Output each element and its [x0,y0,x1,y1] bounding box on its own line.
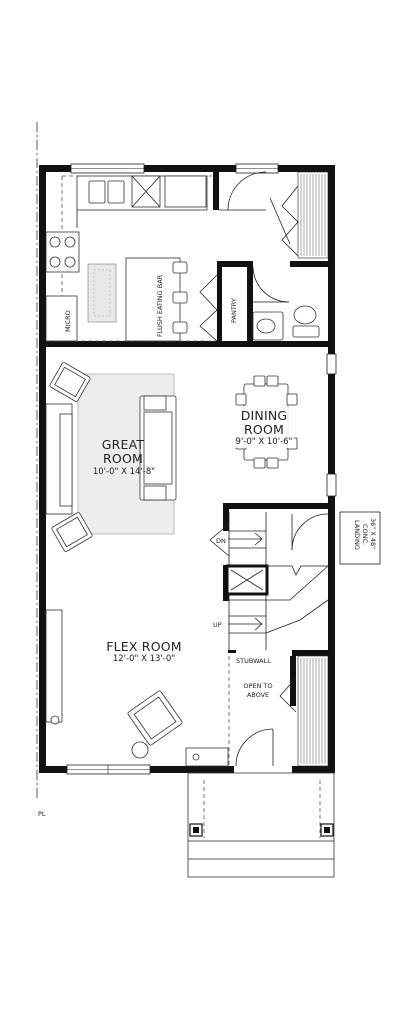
top-door-swing [219,171,291,303]
pantry-label: PANTRY [230,298,238,323]
stair-down-label: DN [216,537,226,545]
closet-bottom-right [279,655,329,767]
pantry: PANTRY [199,274,238,342]
top-windows [70,163,279,174]
right-windows [326,353,337,497]
open-to-above-1: OPEN TO [243,682,272,690]
svg-text:LANDING: LANDING [353,520,361,550]
eating-bar-label: FLUSH EATING BAR [156,274,164,337]
open-to-above-2: ABOVE [247,691,269,699]
flex-room-furniture [45,609,229,767]
micro-label: MICRO [64,310,72,332]
property-line-label: PL [38,810,46,818]
great-room-name-1: GREAT [102,437,145,452]
dining-room-dims: 9'-0" X 10'-6" [236,437,293,447]
great-room-name-2: ROOM [103,451,143,466]
concrete-landing: 36" X 48" CONC. LANDING [339,511,381,565]
flex-room-name: FLEX ROOM [106,639,182,654]
stubwall-label: STUBWALL [236,657,271,665]
svg-text:CONC.: CONC. [361,524,369,545]
svg-text:36" X 48": 36" X 48" [369,518,377,549]
front-porch [187,772,335,878]
stair-up-label: UP [213,621,222,629]
dining-room-name-2: ROOM [244,422,284,437]
kitchen: MICRO FLUSH EATING BAR [45,175,216,342]
front-door-swing [235,728,274,767]
great-room-furniture [45,362,177,552]
bottom-window [66,764,151,775]
flex-room-dims: 12'-0" X 13'-0" [113,654,175,664]
great-room-dims: 10'-0" X 14'-8" [93,467,155,477]
exterior-walls [39,165,335,773]
stairs [209,512,329,650]
powder-room-fixtures [252,305,320,341]
dining-room-name-1: DINING [241,408,288,423]
closet-top-right [281,171,329,259]
